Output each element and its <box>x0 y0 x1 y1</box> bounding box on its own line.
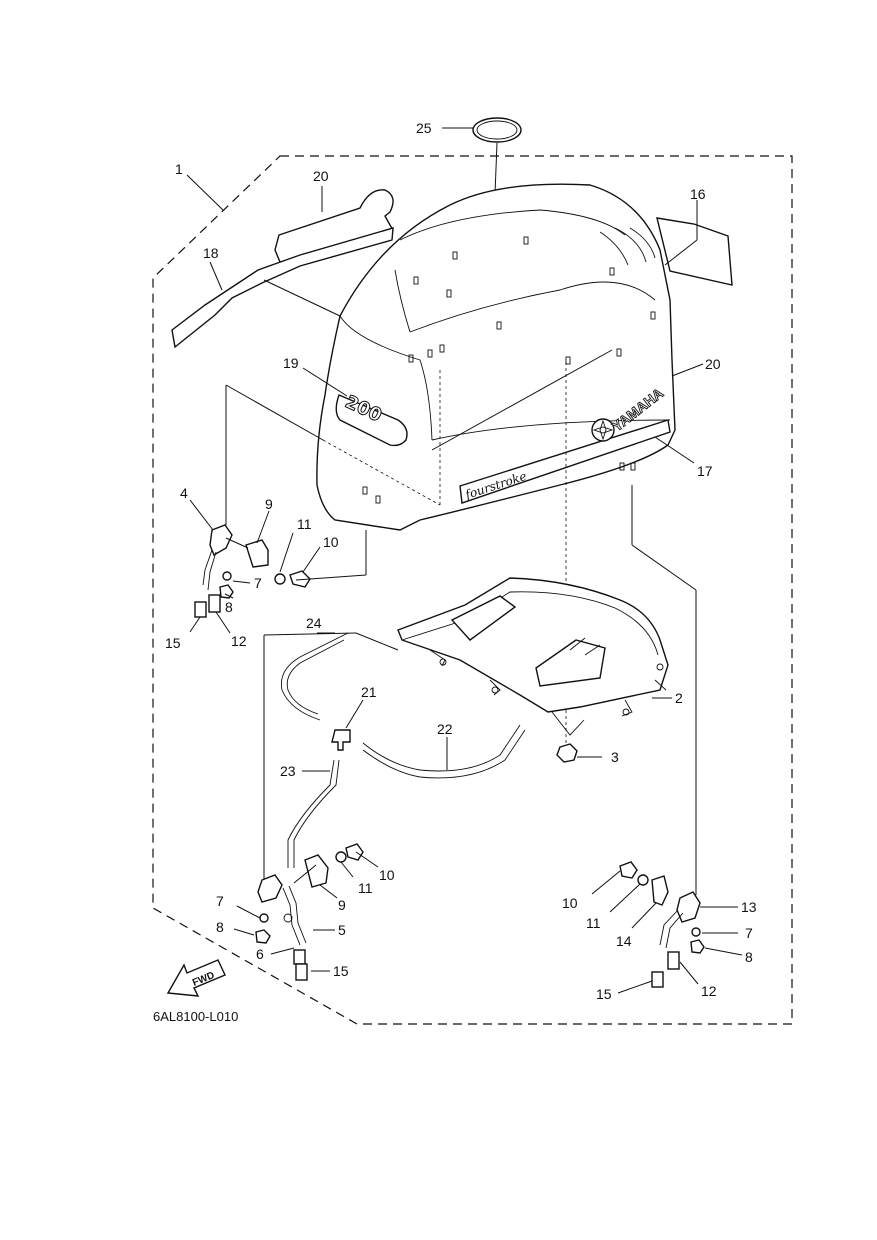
callout-4: 4 <box>180 485 188 501</box>
right-rear-bracket-group <box>619 861 705 988</box>
fwd-arrow-icon: FWD <box>166 959 226 997</box>
callout-24: 24 <box>306 615 322 631</box>
callout-8-rear-left: 8 <box>216 919 224 935</box>
callout-5: 5 <box>338 922 346 938</box>
model-badge <box>335 394 408 447</box>
callout-17: 17 <box>697 463 713 479</box>
callout-14: 14 <box>616 933 632 949</box>
callout-15-rear-right: 15 <box>596 986 612 1002</box>
callout-16: 16 <box>690 186 706 202</box>
callout-25: 25 <box>416 120 432 136</box>
callout-7-rear-left: 7 <box>216 893 224 909</box>
nut-3 <box>556 743 578 763</box>
callouts: 25 1 20 16 18 19 20 17 4 9 11 10 7 8 15 … <box>165 120 757 1002</box>
assembly-boundary <box>152 155 793 1025</box>
callout-1: 1 <box>175 161 183 177</box>
callout-8-rear-right: 8 <box>745 949 753 965</box>
rear-decal-16 <box>656 217 733 286</box>
callout-22: 22 <box>437 721 453 737</box>
diagram-code: 6AL8100-L010 <box>153 1009 238 1024</box>
callout-7-rear-right: 7 <box>745 925 753 941</box>
side-decal-18 <box>171 227 394 349</box>
callout-12-rear-right: 12 <box>701 983 717 999</box>
upper-decal-20 <box>274 189 394 263</box>
callout-9-front: 9 <box>265 496 273 512</box>
callout-7-front: 7 <box>254 575 262 591</box>
top-cowling: 200 fourstroke YAMAHA <box>316 183 676 531</box>
callout-8-front: 8 <box>225 599 233 615</box>
callout-11-rear-right: 11 <box>586 915 601 931</box>
callout-6: 6 <box>256 946 264 962</box>
side-stripe <box>459 419 671 504</box>
seal-ring <box>472 117 522 143</box>
callout-15-rear-left: 15 <box>333 963 349 979</box>
left-front-bracket-group <box>194 524 311 618</box>
callout-13: 13 <box>741 899 757 915</box>
callout-10-rear-left: 10 <box>379 867 395 883</box>
bottom-cowling <box>397 577 669 736</box>
callout-19: 19 <box>283 355 299 371</box>
yamaha-emblem-icon <box>591 418 615 442</box>
pipe-23 <box>287 759 340 868</box>
hose-24 <box>280 632 349 721</box>
callout-11-front: 11 <box>297 516 312 532</box>
callout-10-front: 10 <box>323 534 339 550</box>
callout-15-front: 15 <box>165 635 181 651</box>
callout-11-rear-left: 11 <box>358 880 373 896</box>
callout-12-front: 12 <box>231 633 247 649</box>
callout-2: 2 <box>675 690 683 706</box>
callout-3: 3 <box>611 749 619 765</box>
callout-20-upper: 20 <box>313 168 329 184</box>
callout-23: 23 <box>280 763 296 779</box>
callout-10-rear-right: 10 <box>562 895 578 911</box>
hose-22 <box>362 724 521 772</box>
callout-20-side: 20 <box>705 356 721 372</box>
callout-18: 18 <box>203 245 219 261</box>
callout-21: 21 <box>361 684 377 700</box>
callout-9-rear-left: 9 <box>338 897 346 913</box>
joint-21 <box>331 729 351 751</box>
left-rear-bracket-group <box>255 843 364 981</box>
